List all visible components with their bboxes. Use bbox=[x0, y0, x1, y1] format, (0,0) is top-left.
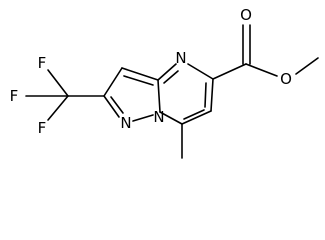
bond-n8-c3a bbox=[157, 79, 161, 113]
bond-cf3-f-bottom bbox=[47, 95, 69, 121]
atom-f-top: F bbox=[38, 54, 47, 72]
chemical-structure-diagram: N N N O O F F F bbox=[10, 6, 319, 159]
bond-c3a-n4-double bbox=[163, 70, 179, 84]
bond-n4-c5 bbox=[187, 63, 214, 80]
bond-cf3-f-top bbox=[47, 69, 69, 97]
atom-o-ester: O bbox=[280, 70, 292, 88]
bond-c3-c2 bbox=[103, 67, 123, 97]
atom-n-bridge: N bbox=[153, 108, 164, 126]
bond-carbonyl-o-ester bbox=[245, 63, 278, 77]
bond-c5-c6 bbox=[210, 78, 214, 112]
atom-f-left: F bbox=[10, 87, 19, 105]
bond-c6-c7 bbox=[181, 110, 212, 125]
bond-c2-n1 bbox=[103, 95, 120, 118]
atom-f-bottom: F bbox=[38, 119, 47, 137]
bond-c7-n8 bbox=[159, 111, 183, 125]
bond-c5-c6-double bbox=[204, 82, 207, 108]
bonds bbox=[25, 24, 319, 159]
bond-o-methyl bbox=[295, 57, 319, 75]
bond-c3a-c3 bbox=[121, 67, 159, 81]
atom-labels: N N N O O F F F bbox=[10, 6, 292, 137]
bond-n1-n8 bbox=[132, 114, 154, 122]
atom-n-ring-top: N bbox=[175, 49, 186, 67]
bond-c3a-c3-double bbox=[123, 75, 154, 86]
bond-c3a-n4 bbox=[157, 63, 177, 81]
atom-n-pyrazole: N bbox=[120, 114, 131, 132]
bond-c2-n1-double bbox=[110, 96, 124, 114]
atom-o-carbonyl: O bbox=[240, 6, 252, 24]
bond-c5-carbonyl bbox=[212, 63, 247, 80]
bond-c7-n8-double bbox=[183, 109, 205, 120]
